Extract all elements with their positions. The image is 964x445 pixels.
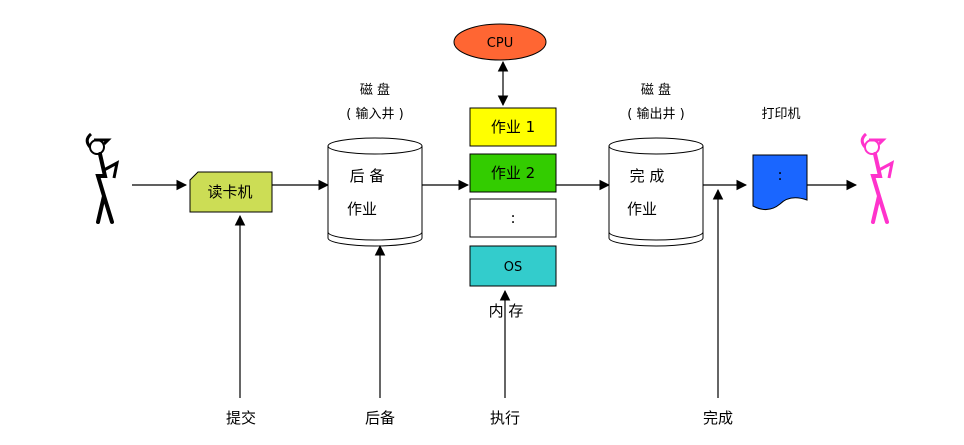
memory-job2-label: 作业 2 (491, 164, 535, 182)
label-execute: 执行 (490, 409, 520, 427)
card-reader-shape (189, 171, 273, 213)
right-user-head (864, 139, 880, 155)
memory-ellipsis (469, 198, 557, 238)
output-disk-inner-ring (608, 231, 704, 241)
input-disk-title: 磁 盘 (360, 82, 390, 98)
memory-job2 (469, 153, 557, 193)
left-user-cap (94, 138, 112, 146)
printer-icon (752, 154, 808, 210)
memory-os-label: OS (504, 260, 522, 275)
output-disk-content-1: 完 成 (630, 167, 665, 185)
printer-node: 打印机 : (752, 107, 808, 210)
left-user-icon (85, 132, 120, 224)
memory-ellipsis-label: : (510, 209, 515, 227)
cpu-node: CPU (453, 23, 547, 61)
memory-job1-label: 作业 1 (491, 118, 535, 136)
cpu-label: CPU (487, 36, 513, 51)
left-user-hand (103, 160, 120, 179)
left-user-arm (85, 132, 93, 148)
memory-caption: 内 存 (489, 302, 524, 320)
right-user-body (870, 152, 889, 224)
input-disk-subtitle: ( 输入井 ) (346, 106, 403, 122)
output-disk-body (608, 146, 704, 247)
cpu-ellipse (453, 23, 547, 61)
memory-job1 (469, 107, 557, 147)
right-user-hand (878, 160, 895, 179)
output-disk-subtitle: ( 输出井 ) (627, 106, 684, 122)
output-disk: 磁 盘 ( 输出井 ) 完 成 作业 (608, 82, 704, 247)
right-user-cap (869, 138, 887, 146)
input-disk-top (327, 137, 423, 155)
input-disk-content-1: 后 备 (350, 167, 385, 185)
printer-title: 打印机 (761, 107, 800, 122)
input-disk-content-2: 作业 (347, 200, 377, 218)
output-disk-title: 磁 盘 (641, 82, 671, 98)
printer-glyph: : (777, 166, 782, 184)
card-reader: 读卡机 (189, 171, 273, 213)
output-disk-top (608, 137, 704, 155)
memory-stack: 作业 1 作业 2 : OS 内 存 (469, 107, 557, 320)
label-done: 完成 (703, 409, 733, 427)
input-disk: 磁 盘 ( 输入井 ) 后 备 作业 (327, 82, 423, 247)
card-reader-label: 读卡机 (207, 183, 252, 201)
input-disk-inner-ring (327, 231, 423, 241)
input-disk-body (327, 146, 423, 247)
label-submit: 提交 (226, 409, 256, 427)
output-disk-content-2: 作业 (627, 200, 657, 218)
left-user-body (95, 152, 114, 224)
right-user-icon (860, 132, 895, 224)
label-backup: 后备 (365, 409, 395, 427)
right-user-arm (860, 132, 868, 148)
memory-os (469, 245, 557, 287)
left-user-head (89, 139, 105, 155)
